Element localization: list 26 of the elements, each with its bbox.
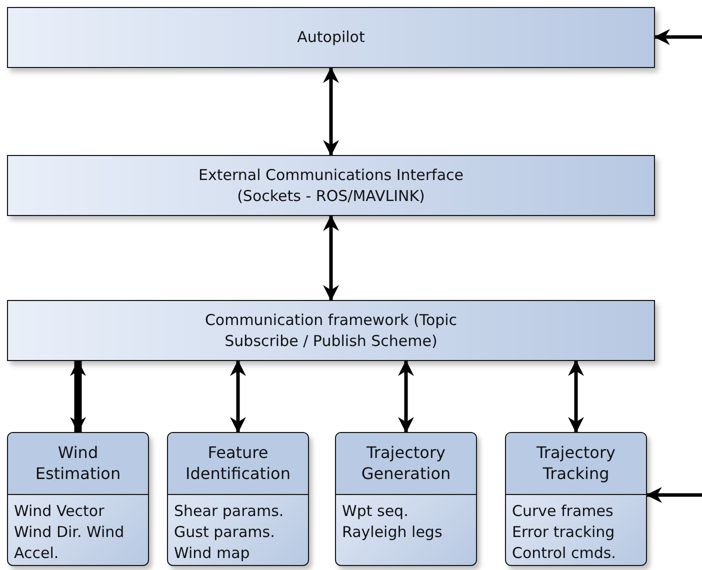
module-details: Curve frames Error tracking Control cmds. [512,501,617,564]
layer-box [7,155,655,216]
module-details: Wpt seq. Rayleigh legs [342,501,444,543]
layer-label: External Communications Interface (Sockets - ROS/MAVLINK) [198,164,464,206]
module-title: Trajectory Generation [360,442,452,484]
module-title: Trajectory Tracking [536,442,616,484]
arrow [568,360,584,433]
arrow [70,360,86,433]
arrow [323,215,339,301]
layer-box [7,7,655,68]
module-box [335,432,477,566]
layer-box [7,300,655,361]
arrow [654,29,702,45]
module-details: Shear params. Gust params. Wind map [174,501,285,564]
layer-label: Communication framework (Topic Subscribe / Publish Scheme) [204,310,458,352]
arrow [398,360,414,433]
module-title: Feature Identification [184,442,292,484]
arrow [646,487,702,503]
module-title: Wind Estimation [34,442,122,484]
layer-label: Autopilot [297,27,365,48]
module-details: Wind Vector Wind Dir. Wind Accel. [14,501,126,564]
arrow [230,360,246,433]
module-box [7,432,149,566]
module-box [167,432,309,566]
module-box [505,432,647,566]
arrow [323,67,339,156]
